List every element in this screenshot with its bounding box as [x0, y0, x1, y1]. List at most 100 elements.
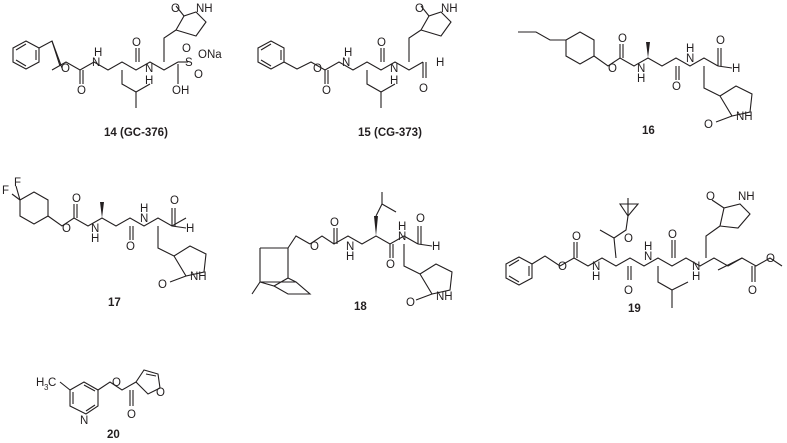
svg-text:O: O [624, 285, 633, 297]
svg-text:O: O [171, 3, 180, 15]
svg-text:O: O [558, 261, 567, 273]
svg-text:O: O [419, 83, 428, 95]
svg-text:N: N [145, 63, 153, 75]
svg-text:N: N [80, 415, 88, 427]
svg-text:H: H [186, 223, 194, 235]
svg-text:O: O [126, 241, 135, 253]
svg-text:H: H [94, 47, 102, 59]
compound-20-label: 20 [107, 429, 120, 441]
svg-text:O: O [158, 279, 167, 291]
svg-text:O: O [170, 195, 179, 207]
svg-text:O: O [618, 33, 627, 45]
compound-19-label: 19 [628, 303, 641, 315]
svg-text:O: O [112, 377, 121, 389]
svg-text:OH: OH [172, 85, 189, 97]
compound-16-label: 16 [642, 125, 655, 137]
svg-text:O: O [704, 119, 713, 131]
svg-text:N: N [346, 241, 354, 253]
svg-text:N: N [92, 57, 100, 69]
svg-text:ONa: ONa [198, 49, 222, 61]
svg-text:H: H [644, 241, 652, 253]
compound-18-label: 18 [354, 301, 367, 313]
svg-text:O: O [748, 285, 757, 297]
svg-text:F: F [2, 185, 9, 197]
compound-17-structure: FF OO NH O HN OH ONH [2, 177, 207, 291]
svg-text:H: H [390, 75, 398, 87]
compound-14-label: 14 (GC-376) [104, 127, 168, 139]
svg-text:O: O [62, 223, 71, 235]
svg-text:O: O [377, 37, 386, 49]
svg-text:O: O [416, 213, 425, 225]
svg-text:N: N [91, 223, 99, 235]
svg-text:N: N [637, 63, 645, 75]
svg-text:H: H [692, 271, 700, 283]
svg-text:O: O [716, 35, 725, 47]
svg-text:NH: NH [436, 291, 453, 303]
svg-text:H: H [732, 63, 740, 75]
svg-text:N: N [398, 231, 406, 243]
svg-text:NH: NH [196, 3, 213, 15]
svg-text:O: O [608, 63, 617, 75]
svg-text:N: N [686, 53, 694, 65]
compound-16-structure: OO NH O HN OH ONH [518, 31, 753, 131]
svg-text:O: O [313, 63, 322, 75]
svg-text:O: O [61, 63, 70, 75]
svg-text:N: N [692, 261, 700, 273]
svg-text:O: O [156, 387, 165, 399]
svg-text:O: O [706, 191, 715, 203]
svg-text:NH: NH [736, 111, 753, 123]
svg-text:O: O [194, 69, 203, 81]
svg-text:H: H [686, 43, 694, 55]
svg-text:O: O [672, 81, 681, 93]
compound-15-label: 15 (CG-373) [358, 127, 422, 139]
svg-text:O: O [766, 253, 775, 265]
svg-text:3: 3 [44, 383, 49, 392]
svg-text:H: H [436, 57, 444, 69]
svg-text:H: H [398, 221, 406, 233]
svg-text:O: O [668, 229, 677, 241]
compound-17-label: 17 [108, 297, 121, 309]
svg-text:H: H [432, 241, 440, 253]
svg-text:N: N [592, 261, 600, 273]
svg-text:N: N [140, 213, 148, 225]
svg-text:H: H [637, 73, 645, 85]
svg-text:H: H [344, 47, 352, 59]
svg-text:C: C [48, 377, 56, 389]
svg-text:N: N [390, 63, 398, 75]
svg-text:NH: NH [738, 191, 755, 203]
svg-text:H: H [140, 203, 148, 215]
svg-text:H: H [346, 251, 354, 263]
svg-text:O: O [182, 43, 191, 55]
svg-text:S: S [185, 57, 193, 69]
svg-text:H: H [145, 75, 153, 87]
svg-text:H: H [592, 271, 600, 283]
svg-text:H: H [91, 233, 99, 245]
svg-text:O: O [330, 217, 339, 229]
svg-text:O: O [322, 85, 331, 97]
svg-text:O: O [72, 193, 81, 205]
svg-text:N: N [644, 251, 652, 263]
svg-text:O: O [132, 37, 141, 49]
svg-text:O: O [415, 3, 424, 15]
svg-text:O: O [386, 259, 395, 271]
svg-text:H: H [36, 377, 44, 389]
svg-text:F: F [14, 177, 21, 189]
svg-text:N: N [342, 57, 350, 69]
svg-text:O: O [127, 409, 136, 421]
svg-text:O: O [572, 231, 581, 243]
svg-text:O: O [624, 233, 633, 245]
svg-text:O: O [310, 241, 319, 253]
svg-text:O: O [406, 297, 415, 309]
